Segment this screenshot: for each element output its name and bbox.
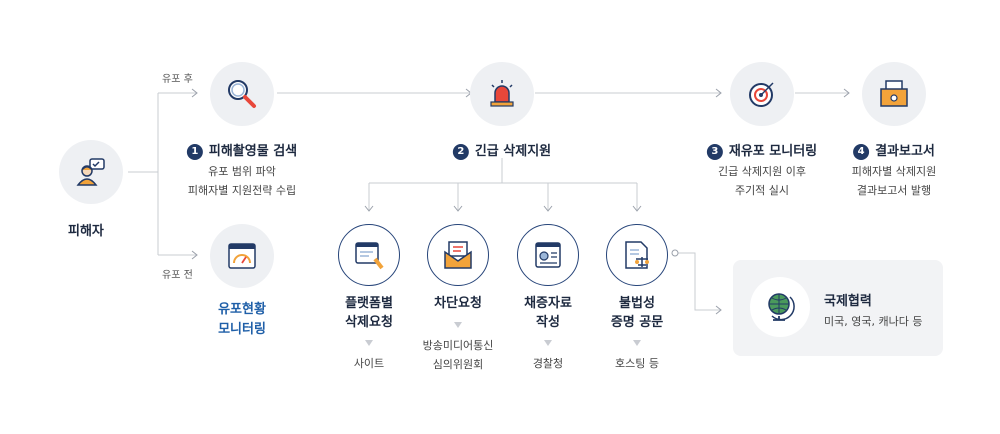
- action-2-target: 방송미디어통신 심의위원회: [423, 336, 494, 374]
- siren-icon: [470, 62, 534, 126]
- action-4-title-line: 불법성: [619, 296, 655, 311]
- legal-doc-icon: [606, 224, 668, 286]
- action-4-target-line: 호스팅 등: [615, 357, 659, 370]
- step-3-desc: 긴급 삭제지원 이후 주기적 실시: [718, 162, 806, 200]
- action-2-arrow: [454, 322, 462, 328]
- step-1-desc: 유포 범위 파악 피해자별 지원전략 수립: [188, 162, 296, 200]
- step-4-title-text: 결과보고서: [875, 144, 935, 159]
- action-4-target: 호스팅 등: [615, 354, 659, 373]
- step-4-desc-line: 결과보고서 발행: [856, 184, 932, 197]
- step-2-title-text: 긴급 삭제지원: [474, 144, 552, 159]
- mail-block-icon: [427, 224, 489, 286]
- action-2-title: 차단요청: [434, 294, 482, 313]
- step-4-number: 4: [853, 143, 870, 160]
- step-4-desc-line: 피해자별 삭제지원: [851, 165, 937, 178]
- action-3-target-line: 경찰청: [532, 357, 564, 370]
- action-4-title: 불법성 증명 공문: [611, 294, 663, 332]
- evidence-doc-icon: [517, 224, 579, 286]
- step-1-title: 1 피해촬영물 검색: [186, 140, 298, 160]
- step-4-desc: 피해자별 삭제지원 결과보고서 발행: [852, 162, 936, 200]
- action-4-arrow: [633, 340, 641, 346]
- action-1-target-line: 사이트: [353, 357, 385, 370]
- step-2-title: 2 긴급 삭제지원: [452, 140, 552, 160]
- globe-icon: [750, 277, 810, 337]
- victim-icon: [59, 140, 123, 204]
- intl-desc: 미국, 영국, 캐나다 등: [824, 315, 923, 328]
- action-1-target: 사이트: [354, 354, 384, 373]
- step-3-title-text: 재유포 모니터링: [728, 144, 818, 159]
- monitor-label: 유포현황 모니터링: [218, 300, 266, 340]
- action-3-title-line: 채증자료: [524, 296, 572, 311]
- step-1-title-text: 피해촬영물 검색: [208, 144, 298, 159]
- action-3-title-line: 작성: [536, 315, 560, 330]
- action-3-title: 채증자료 작성: [524, 294, 572, 332]
- victim-label: 피해자: [68, 224, 104, 239]
- branch-after-label: 유포 후: [162, 74, 193, 85]
- action-1-title-line: 삭제요청: [345, 315, 393, 330]
- step-2-number: 2: [452, 143, 469, 160]
- step-3-desc-line: 주기적 실시: [734, 184, 790, 197]
- action-2-title-line: 차단요청: [434, 296, 482, 311]
- monitor-line-1: 유포현황: [218, 302, 266, 317]
- action-3-target: 경찰청: [533, 354, 563, 373]
- action-1-title: 플랫폼별 삭제요청: [345, 294, 393, 332]
- action-4-title-line: 증명 공문: [610, 315, 664, 330]
- action-1-arrow: [365, 340, 373, 346]
- gauge-icon: [210, 224, 274, 288]
- platform-delete-icon: [338, 224, 400, 286]
- action-1-title-line: 플랫폼별: [345, 296, 393, 311]
- monitor-line-2: 모니터링: [218, 322, 266, 337]
- step-1-number: 1: [186, 143, 203, 160]
- step-3-number: 3: [706, 143, 723, 160]
- step-3-desc-line: 긴급 삭제지원 이후: [718, 165, 806, 178]
- intl-title: 국제협력: [824, 294, 872, 309]
- action-3-arrow: [544, 340, 552, 346]
- branch-before-label: 유포 전: [162, 270, 193, 281]
- action-2-target-line: 방송미디어통신: [422, 339, 494, 352]
- action-2-target-line: 심의위원회: [432, 358, 484, 371]
- step-4-title: 4 결과보고서: [853, 140, 935, 160]
- report-folder-icon: [862, 62, 926, 126]
- step-3-title: 3 재유포 모니터링: [706, 140, 818, 160]
- target-icon: [730, 62, 794, 126]
- search-icon: [210, 62, 274, 126]
- step-1-desc-line: 피해자별 지원전략 수립: [187, 184, 297, 197]
- step-1-desc-line: 유포 범위 파악: [208, 165, 276, 178]
